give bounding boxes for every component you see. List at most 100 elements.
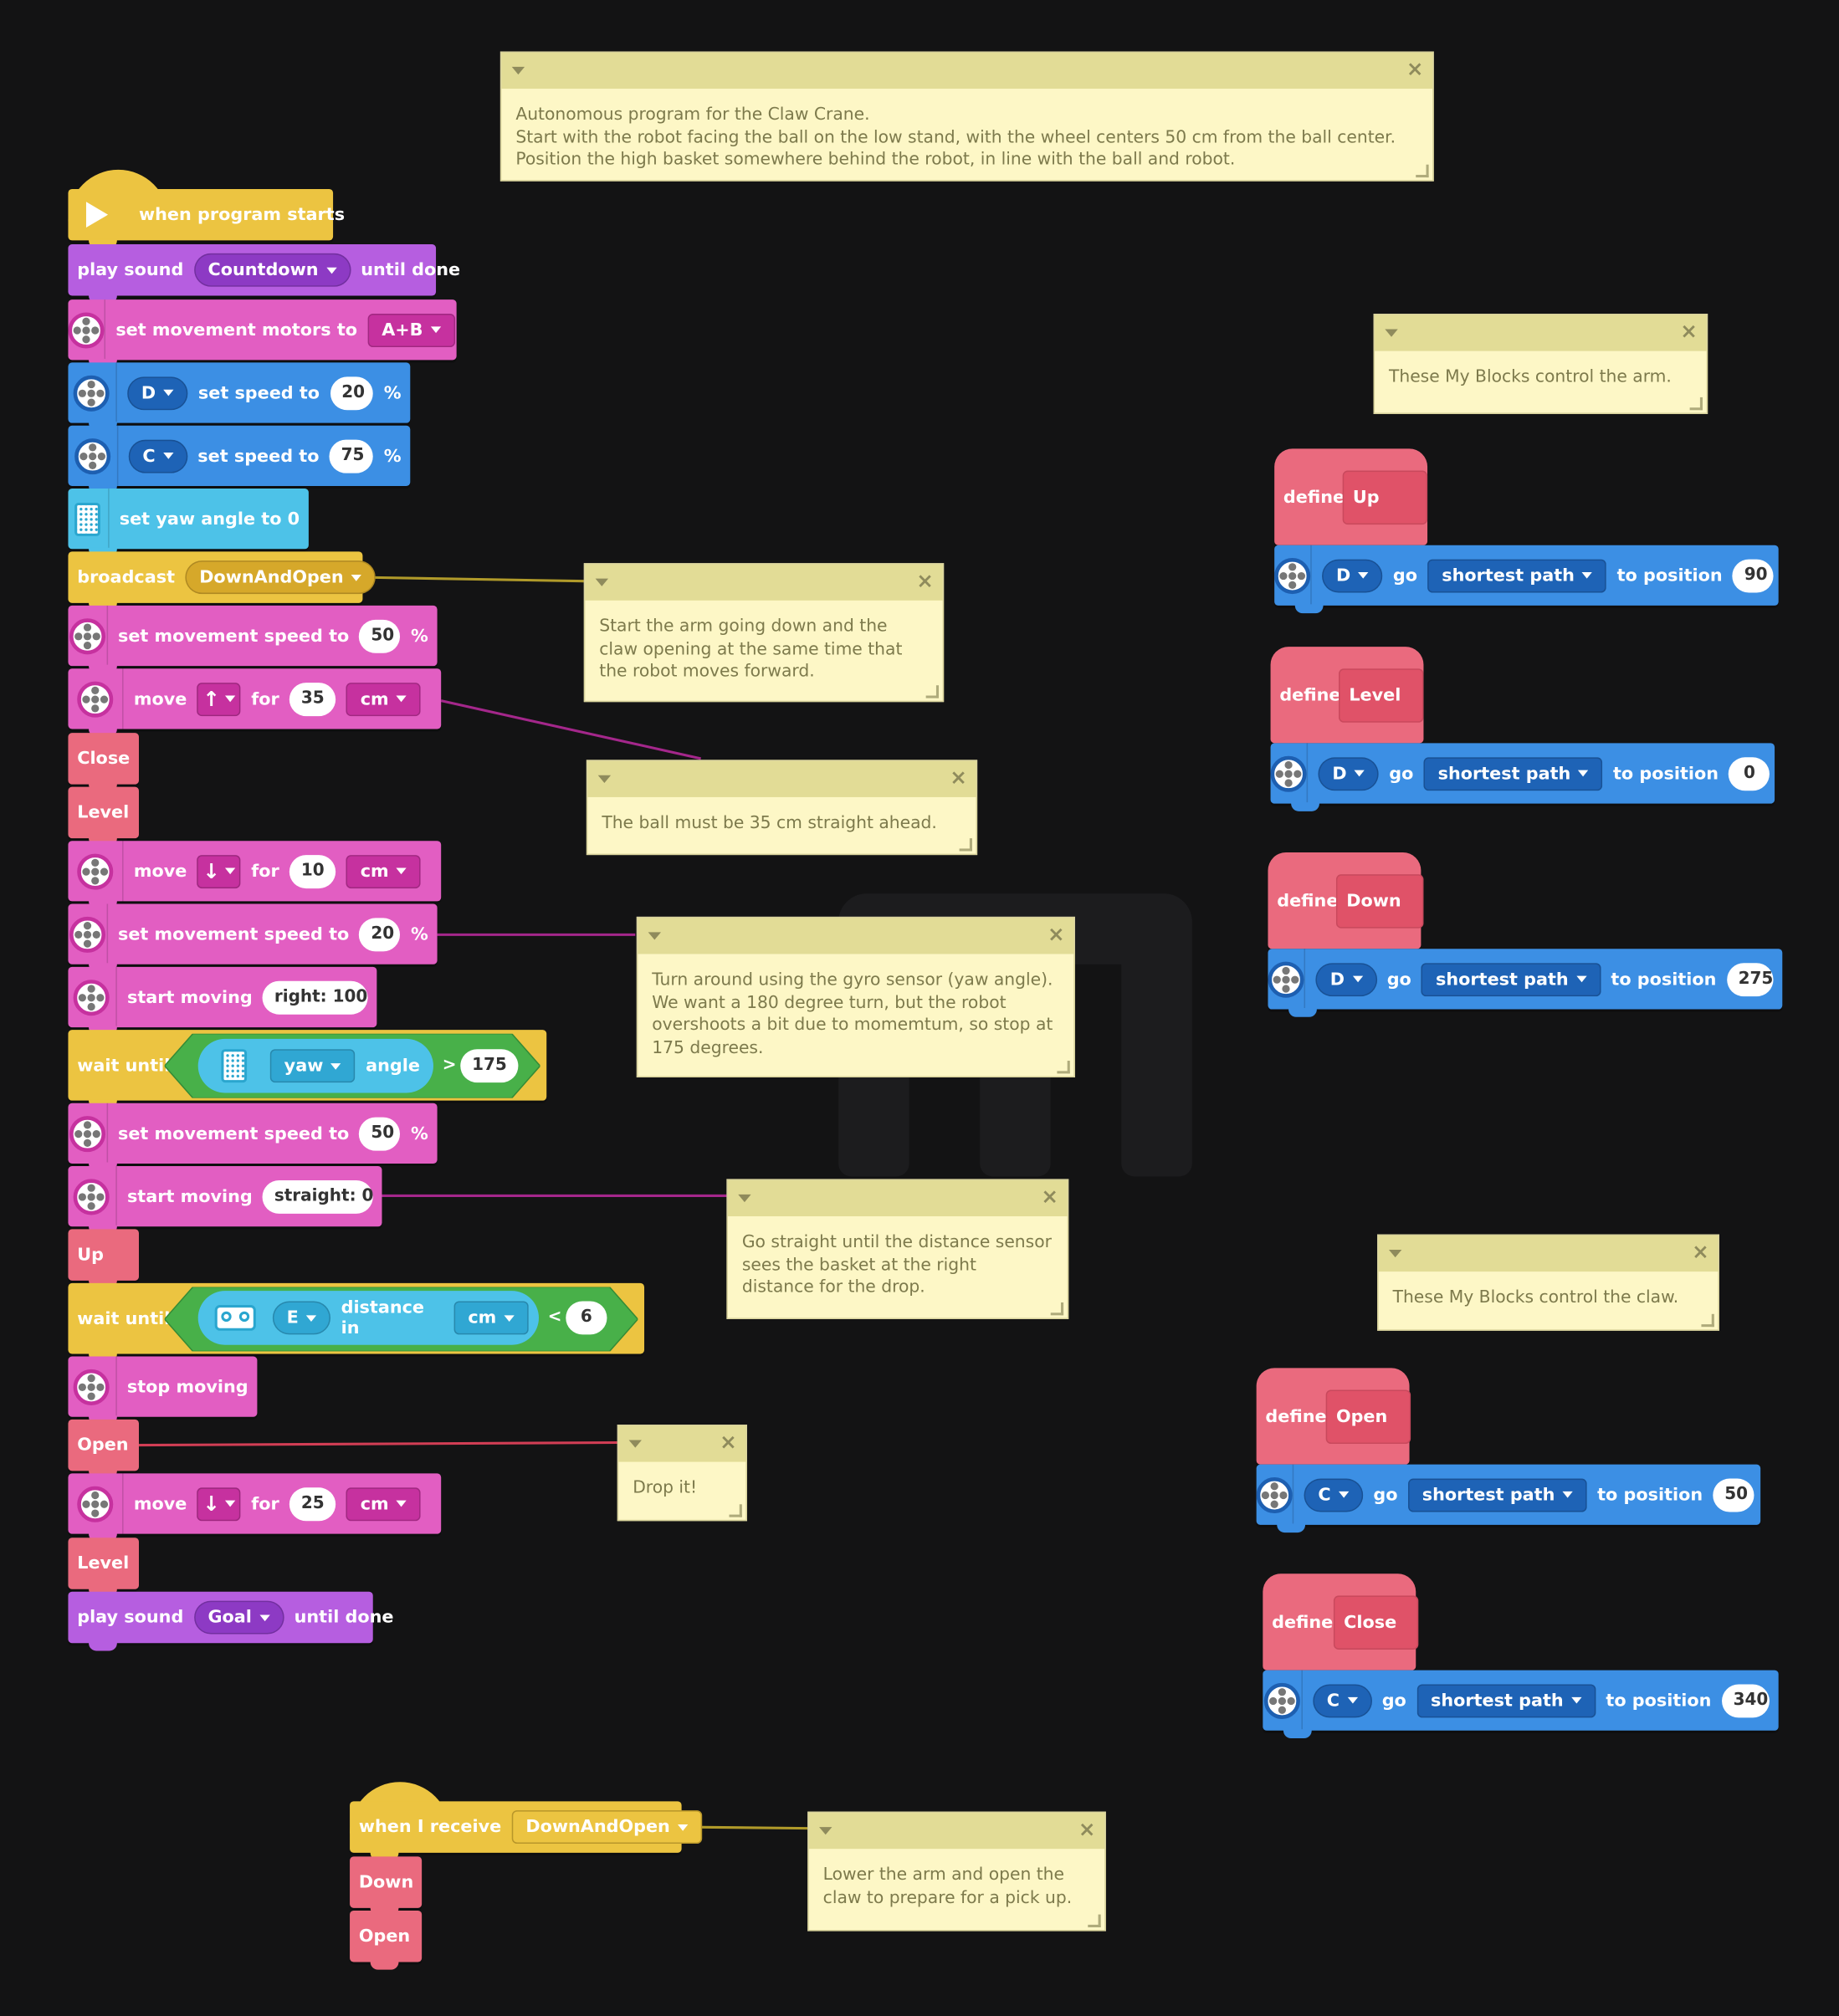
position-input[interactable]: 50: [1713, 1477, 1754, 1512]
comment-header[interactable]: ×: [618, 1425, 746, 1462]
comment-header[interactable]: ×: [585, 564, 943, 601]
comment-header[interactable]: ×: [501, 53, 1433, 90]
resize-icon[interactable]: [959, 838, 972, 852]
position-input[interactable]: 275: [1726, 962, 1774, 996]
sound-dropdown[interactable]: Goal: [193, 1600, 284, 1635]
define-level-hat[interactable]: define Level: [1270, 647, 1424, 744]
collapse-icon[interactable]: [1388, 1249, 1402, 1258]
comment-note-arm[interactable]: × These My Blocks control the arm.: [1373, 314, 1708, 414]
motor-go-to-position-block[interactable]: D go shortest path to position 90: [1274, 545, 1779, 614]
call-close-block[interactable]: Close: [68, 733, 139, 792]
port-dropdown[interactable]: C: [128, 438, 187, 473]
close-icon[interactable]: ×: [1406, 56, 1424, 81]
stop-moving-block[interactable]: stop moving: [68, 1356, 258, 1425]
direction-dropdown[interactable]: shortest path: [1427, 558, 1607, 592]
distance-input[interactable]: 6: [566, 1301, 607, 1335]
message-dropdown[interactable]: DownAndOpen: [185, 560, 377, 595]
resize-icon[interactable]: [1088, 1914, 1101, 1927]
resize-icon[interactable]: [1050, 1302, 1064, 1316]
resize-icon[interactable]: [1701, 1313, 1714, 1328]
position-input[interactable]: 0: [1729, 756, 1770, 791]
call-down-block[interactable]: Down: [350, 1856, 423, 1916]
yaw-angle-reporter[interactable]: yaw angle: [197, 1038, 433, 1093]
call-level-block[interactable]: Level: [68, 786, 139, 847]
comment-text[interactable]: The ball must be 35 cm straight ahead.: [602, 813, 937, 833]
move-back-25-block[interactable]: move ↓ for 25 cm: [68, 1473, 442, 1542]
port-dropdown[interactable]: D: [1318, 756, 1380, 791]
comment-header[interactable]: ×: [587, 760, 976, 797]
axis-dropdown[interactable]: yaw: [269, 1049, 356, 1083]
motor-go-to-position-block[interactable]: C go shortest path to position 340: [1263, 1670, 1779, 1739]
direction-dropdown[interactable]: ↓: [197, 854, 241, 888]
comment-note-turn[interactable]: × Turn around using the gyro sensor (yaw…: [636, 916, 1075, 1078]
direction-dropdown[interactable]: shortest path: [1407, 1477, 1587, 1512]
collapse-icon[interactable]: [628, 1440, 642, 1448]
set-movement-motors-block[interactable]: set movement motors to A+B: [68, 299, 457, 368]
distance-input[interactable]: 10: [289, 854, 336, 888]
comment-note-ball[interactable]: × The ball must be 35 cm straight ahead.: [586, 760, 978, 856]
speed-input[interactable]: 50: [359, 619, 401, 653]
unit-dropdown[interactable]: cm: [453, 1301, 529, 1335]
comment-text[interactable]: Lower the arm and open the claw to prepa…: [822, 1865, 1073, 1908]
steering-input[interactable]: right: 100: [263, 980, 368, 1014]
resize-icon[interactable]: [925, 685, 940, 698]
prototype-up[interactable]: Up: [1342, 470, 1428, 525]
play-sound-countdown-block[interactable]: play sound Countdown until done: [68, 244, 460, 304]
call-up-block[interactable]: Up: [68, 1229, 139, 1289]
set-movement-speed-50-block[interactable]: set movement speed to 50 %: [68, 605, 438, 674]
comment-note-receive[interactable]: × Lower the arm and open the claw to pre…: [807, 1811, 1106, 1932]
unit-dropdown[interactable]: cm: [346, 854, 422, 888]
comment-text[interactable]: These My Blocks control the claw.: [1392, 1288, 1679, 1308]
close-icon[interactable]: ×: [916, 568, 934, 593]
unit-dropdown[interactable]: cm: [346, 682, 422, 716]
comment-note-claw[interactable]: × These My Blocks control the claw.: [1377, 1234, 1719, 1331]
direction-dropdown[interactable]: ↓: [197, 1486, 241, 1521]
move-forward-35-block[interactable]: move ↑ for 35 cm: [68, 668, 442, 737]
collapse-icon[interactable]: [738, 1194, 751, 1203]
port-dropdown[interactable]: D: [1322, 558, 1383, 592]
comment-note-straight[interactable]: × Go straight until the distance sensor …: [726, 1179, 1069, 1319]
port-dropdown[interactable]: C: [1312, 1683, 1372, 1717]
start-moving-straight-block[interactable]: start moving straight: 0: [68, 1166, 382, 1235]
collapse-icon[interactable]: [597, 775, 612, 784]
motor-go-to-position-block[interactable]: D go shortest path to position 275: [1268, 949, 1783, 1017]
motor-go-to-position-block[interactable]: C go shortest path to position 50: [1256, 1464, 1761, 1533]
distance-input[interactable]: 35: [289, 682, 336, 716]
close-icon[interactable]: ×: [1078, 1816, 1096, 1841]
resize-icon[interactable]: [1057, 1061, 1070, 1074]
port-dropdown[interactable]: E: [272, 1301, 331, 1335]
steering-input[interactable]: straight: 0: [263, 1179, 373, 1214]
comment-note-top[interactable]: × Autonomous program for the Claw Crane.…: [499, 51, 1434, 182]
distance-reporter[interactable]: E distance in cm: [197, 1291, 540, 1345]
speed-input[interactable]: 50: [359, 1116, 401, 1150]
set-speed-d-block[interactable]: D set speed to 20 %: [68, 362, 411, 431]
unit-dropdown[interactable]: cm: [346, 1486, 422, 1521]
port-dropdown[interactable]: D: [127, 376, 188, 410]
comment-text[interactable]: These My Blocks control the arm.: [1388, 367, 1672, 387]
port-dropdown[interactable]: D: [1315, 962, 1377, 996]
comment-note-broadcast[interactable]: × Start the arm going down and the claw …: [583, 563, 945, 703]
move-back-10-block[interactable]: move ↓ for 10 cm: [68, 841, 442, 909]
sound-dropdown[interactable]: Countdown: [193, 253, 351, 287]
comment-header[interactable]: ×: [638, 918, 1074, 954]
close-icon[interactable]: ×: [1680, 319, 1698, 344]
angle-input[interactable]: 175: [460, 1049, 519, 1083]
comment-header[interactable]: ×: [1378, 1236, 1719, 1272]
collapse-icon[interactable]: [1385, 329, 1398, 337]
play-sound-goal-block[interactable]: play sound Goal until done: [68, 1591, 394, 1651]
define-down-hat[interactable]: define Down: [1268, 852, 1424, 949]
when-i-receive-block[interactable]: when I receive DownAndOpen: [350, 1801, 703, 1861]
resize-icon[interactable]: [729, 1504, 742, 1517]
motor-go-to-position-block[interactable]: D go shortest path to position 0: [1270, 743, 1775, 811]
collapse-icon[interactable]: [819, 1827, 832, 1835]
comment-header[interactable]: ×: [808, 1813, 1105, 1850]
direction-dropdown[interactable]: shortest path: [1423, 756, 1603, 791]
comment-header[interactable]: ×: [727, 1179, 1068, 1217]
comment-text[interactable]: Drop it!: [633, 1478, 698, 1498]
distance-input[interactable]: 25: [289, 1486, 336, 1521]
set-yaw-angle-block[interactable]: set yaw angle to 0: [68, 489, 309, 557]
set-movement-speed-20-block[interactable]: set movement speed to 20 %: [68, 903, 438, 972]
comment-note-drop[interactable]: × Drop it!: [617, 1424, 747, 1522]
comment-header[interactable]: ×: [1375, 315, 1707, 351]
collapse-icon[interactable]: [648, 932, 662, 940]
